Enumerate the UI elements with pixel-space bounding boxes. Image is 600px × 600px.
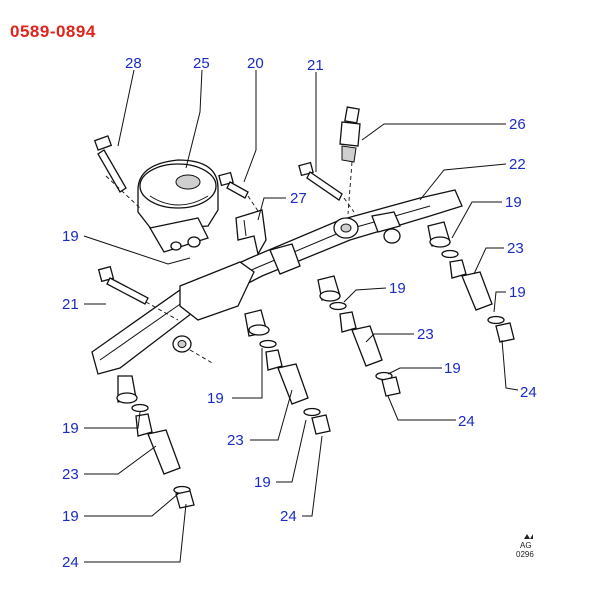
callout-19-center-low: 19 — [254, 474, 271, 491]
callout-24-right: 24 — [520, 384, 537, 401]
callout-19-middle-top: 19 — [389, 280, 406, 297]
callout-22: 22 — [509, 156, 526, 173]
callout-23-right: 23 — [507, 240, 524, 257]
callout-24-center: 24 — [280, 508, 297, 525]
callout-21-upper: 21 — [307, 57, 324, 74]
injector-2 — [259, 339, 331, 435]
callout-23-center: 23 — [227, 432, 244, 449]
callout-21-lower: 21 — [62, 296, 79, 313]
callout-19-left-top: 19 — [62, 420, 79, 437]
drawing-stamp: AG 0296 — [516, 534, 534, 559]
callout-27: 27 — [290, 190, 307, 207]
callout-26: 26 — [509, 116, 526, 133]
callout-23-left: 23 — [62, 466, 79, 483]
callout-19-middle-low: 19 — [444, 360, 461, 377]
stamp-code: AG — [520, 541, 532, 550]
bolt-21-lower — [97, 265, 149, 305]
stamp-date: 0296 — [516, 550, 534, 559]
callout-24-left: 24 — [62, 554, 79, 571]
fuel-temperature-sensor — [339, 106, 361, 163]
callout-19-regulator: 19 — [62, 228, 79, 245]
diagram-title: 0589-0894 — [10, 22, 96, 41]
callout-23-middle: 23 — [417, 326, 434, 343]
injector-3 — [329, 301, 401, 397]
callout-25: 25 — [193, 55, 210, 72]
pressure-regulator — [137, 159, 219, 253]
leader-lines — [83, 69, 519, 563]
fuel-rail — [91, 189, 463, 404]
bracket-clip — [235, 209, 267, 256]
callout-19-center: 19 — [207, 390, 224, 407]
callout-19-left-low: 19 — [62, 508, 79, 525]
injector-1 — [131, 403, 195, 509]
callout-28: 28 — [125, 55, 142, 72]
bolt-28 — [93, 135, 127, 193]
callout-19-right-top: 19 — [505, 194, 522, 211]
bolt-21-upper — [298, 161, 343, 201]
callout-19-right-mid: 19 — [509, 284, 526, 301]
callout-24-middle: 24 — [458, 413, 475, 430]
callout-20: 20 — [247, 55, 264, 72]
injector-4 — [441, 249, 515, 343]
bolt-20 — [218, 171, 249, 199]
